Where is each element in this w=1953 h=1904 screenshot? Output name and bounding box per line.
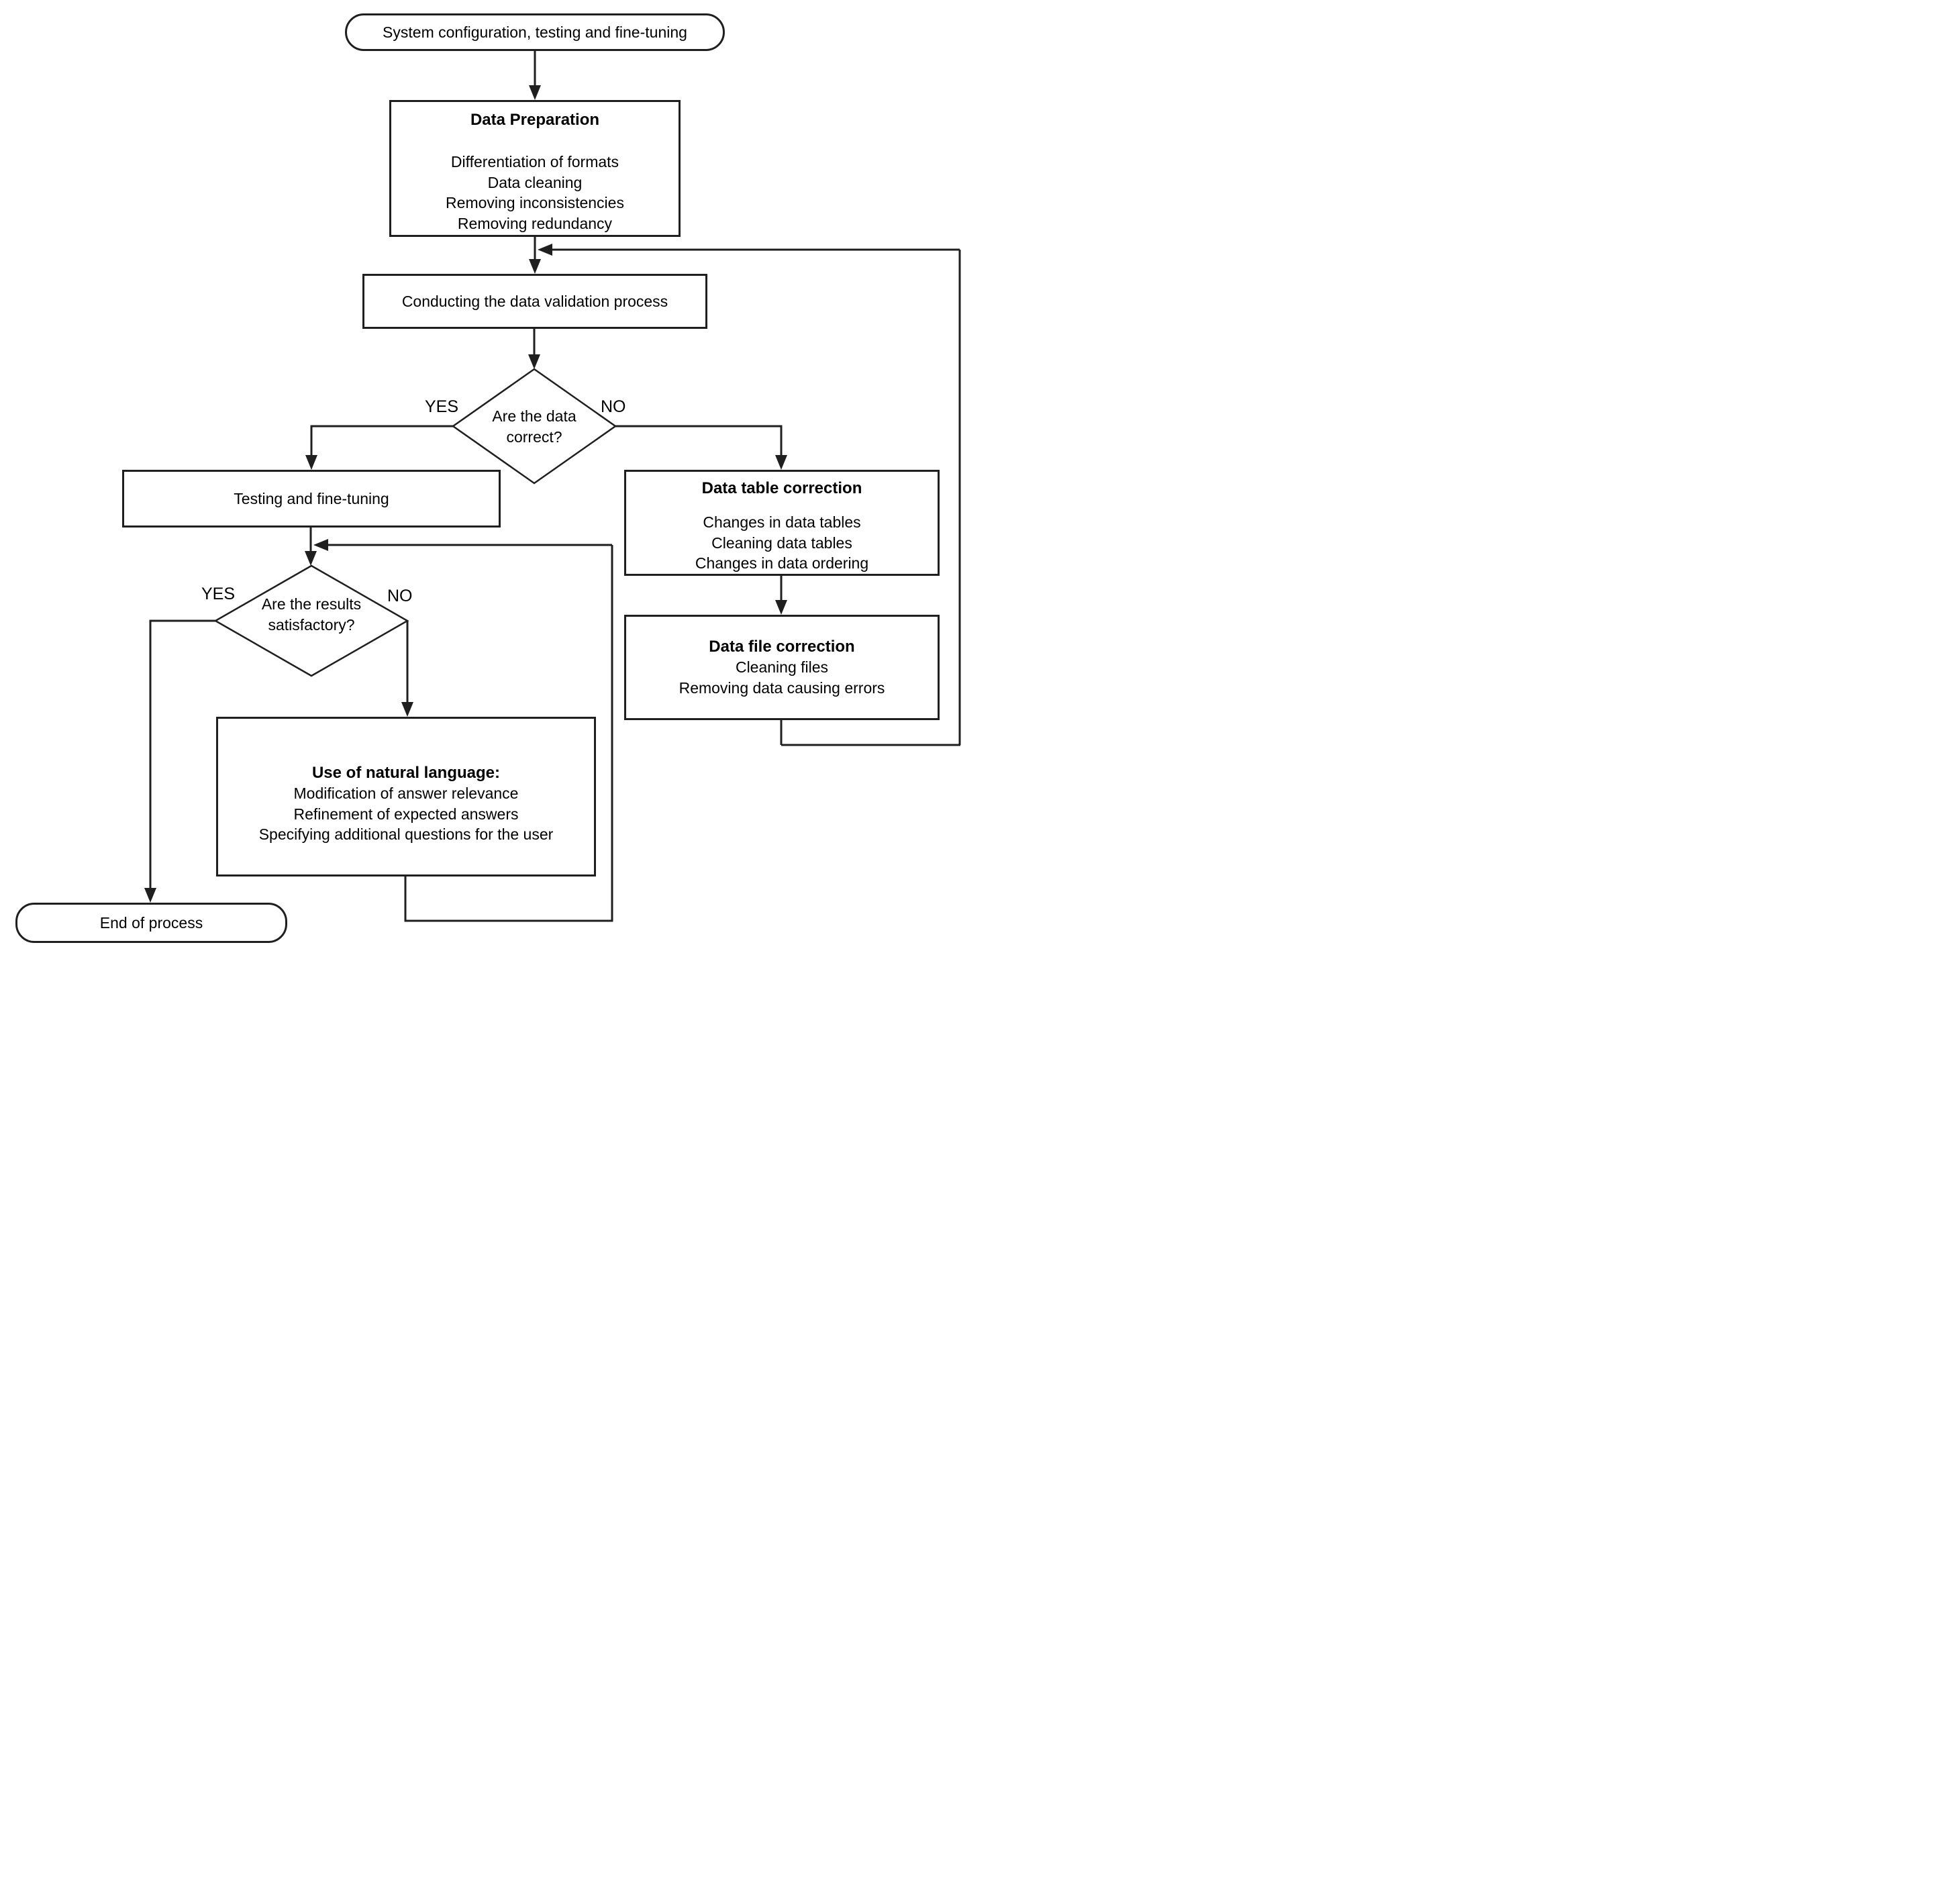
natural-language-box: Use of natural language: Modification of… <box>216 717 596 876</box>
decision-data-correct-shape <box>451 368 617 485</box>
arrowhead-into-decision1 <box>528 354 540 369</box>
arrowhead-into-end <box>144 888 156 903</box>
decision-data-correct-line1: Are the data <box>492 407 577 425</box>
decision-data-correct-line2: correct? <box>506 428 562 446</box>
natural-language-item: Refinement of expected answers <box>293 805 519 823</box>
decision-results-line2: satisfactory? <box>268 616 355 634</box>
decision2-yes-label: YES <box>201 585 235 603</box>
data-preparation-item: Removing redundancy <box>457 214 613 232</box>
validation-label: Conducting the data validation process <box>401 292 668 310</box>
arrowhead-feedback-into-column <box>538 244 552 256</box>
edge-naturallanguage-loop <box>404 545 613 922</box>
validation-process-box: Conducting the data validation process <box>362 274 707 329</box>
end-terminator: End of process <box>15 903 287 943</box>
end-label: End of process <box>99 913 203 932</box>
start-label: System configuration, testing and fine-t… <box>383 23 687 41</box>
edge-decision2-yes <box>149 619 215 891</box>
start-terminator: System configuration, testing and fine-t… <box>345 13 725 51</box>
file-correction-item: Removing data causing errors <box>679 679 885 697</box>
data-preparation-box: Data Preparation Differentiation of form… <box>389 100 681 237</box>
decision-data-correct-text: Are the data correct? <box>450 406 618 448</box>
arrowhead-into-decision2 <box>305 551 317 566</box>
arrowheads <box>144 85 787 903</box>
decision2-no-label: NO <box>387 587 413 605</box>
table-correction-item: Cleaning data tables <box>711 534 852 552</box>
decision1-yes-label: YES <box>424 397 458 416</box>
data-preparation-item: Data cleaning <box>487 173 583 191</box>
arrowhead-into-validation <box>529 259 541 274</box>
natural-language-title: Use of natural language: <box>311 764 501 783</box>
testing-box: Testing and fine-tuning <box>122 470 501 528</box>
data-preparation-item: Differentiation of formats <box>450 153 619 170</box>
table-correction-title: Data table correction <box>701 479 862 497</box>
edge-decision1-yes <box>310 425 453 458</box>
flowchart-page: { "diagram": { "background_color": "#fff… <box>0 0 976 952</box>
decision-results-text: Are the results satisfactory? <box>228 594 395 636</box>
connector-lines <box>149 51 961 922</box>
arrowhead-loop2-into-column <box>313 539 328 551</box>
arrowhead-into-naturallanguage <box>401 702 413 717</box>
data-file-correction-box: Data file correction Cleaning files Remo… <box>624 615 940 720</box>
flow-connectors <box>144 51 961 922</box>
arrowhead-into-filecorrection <box>775 600 787 615</box>
data-table-correction-box: Data table correction Changes in data ta… <box>624 470 940 576</box>
file-correction-item: Cleaning files <box>735 658 829 676</box>
natural-language-item: Modification of answer relevance <box>293 785 519 803</box>
testing-label: Testing and fine-tuning <box>234 489 389 507</box>
arrowhead-into-dataprep <box>529 85 541 100</box>
table-correction-item: Changes in data tables <box>703 513 861 531</box>
decision1-no-label: NO <box>601 397 626 416</box>
data-preparation-title: Data Preparation <box>470 111 600 129</box>
natural-language-item: Specifying additional questions for the … <box>258 825 554 844</box>
arrowhead-into-testing <box>305 455 317 470</box>
decision-results-line1: Are the results <box>261 595 362 613</box>
arrowhead-into-tablecorrection <box>775 455 787 470</box>
decision-results-shape <box>213 564 409 677</box>
table-correction-item: Changes in data ordering <box>695 554 869 572</box>
file-correction-title: Data file correction <box>709 638 855 656</box>
data-preparation-item: Removing inconsistencies <box>446 194 624 211</box>
edge-decision1-no <box>615 425 783 458</box>
